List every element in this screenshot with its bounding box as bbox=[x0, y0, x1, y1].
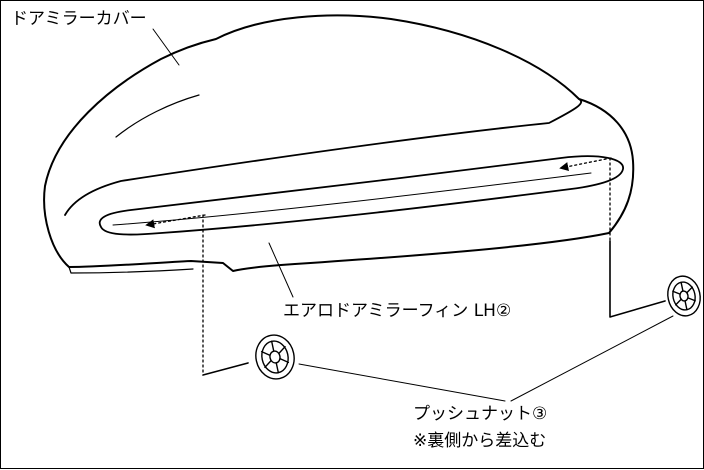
right-mount-arrow bbox=[559, 157, 612, 172]
left-nut-guide bbox=[202, 362, 249, 376]
cover-highlight-line bbox=[115, 94, 200, 138]
fin-leader-line bbox=[268, 242, 294, 298]
housing-base-line bbox=[68, 266, 194, 274]
install-note-label: ※裏側から差込む bbox=[413, 431, 547, 451]
left-push-nut-icon bbox=[255, 334, 295, 380]
cover-crease-line bbox=[64, 98, 582, 216]
right-push-nut-icon bbox=[667, 275, 701, 317]
push-nut-label: プッシュナット③ bbox=[413, 404, 548, 424]
right-nut-leader-line bbox=[510, 315, 674, 402]
mirror-cover-outline bbox=[43, 14, 635, 272]
aero-fin-outline bbox=[98, 155, 624, 236]
left-nut-leader-line bbox=[298, 363, 506, 402]
aero-fin-inner-line bbox=[112, 172, 592, 226]
aero-fin-label: エアロドアミラーフィン LH② bbox=[283, 301, 512, 321]
right-nut-guide bbox=[609, 240, 666, 318]
mirror-cover-label: ドアミラーカバー bbox=[11, 9, 147, 29]
cover-leader-line bbox=[152, 28, 180, 66]
left-mount-arrow bbox=[145, 214, 206, 229]
